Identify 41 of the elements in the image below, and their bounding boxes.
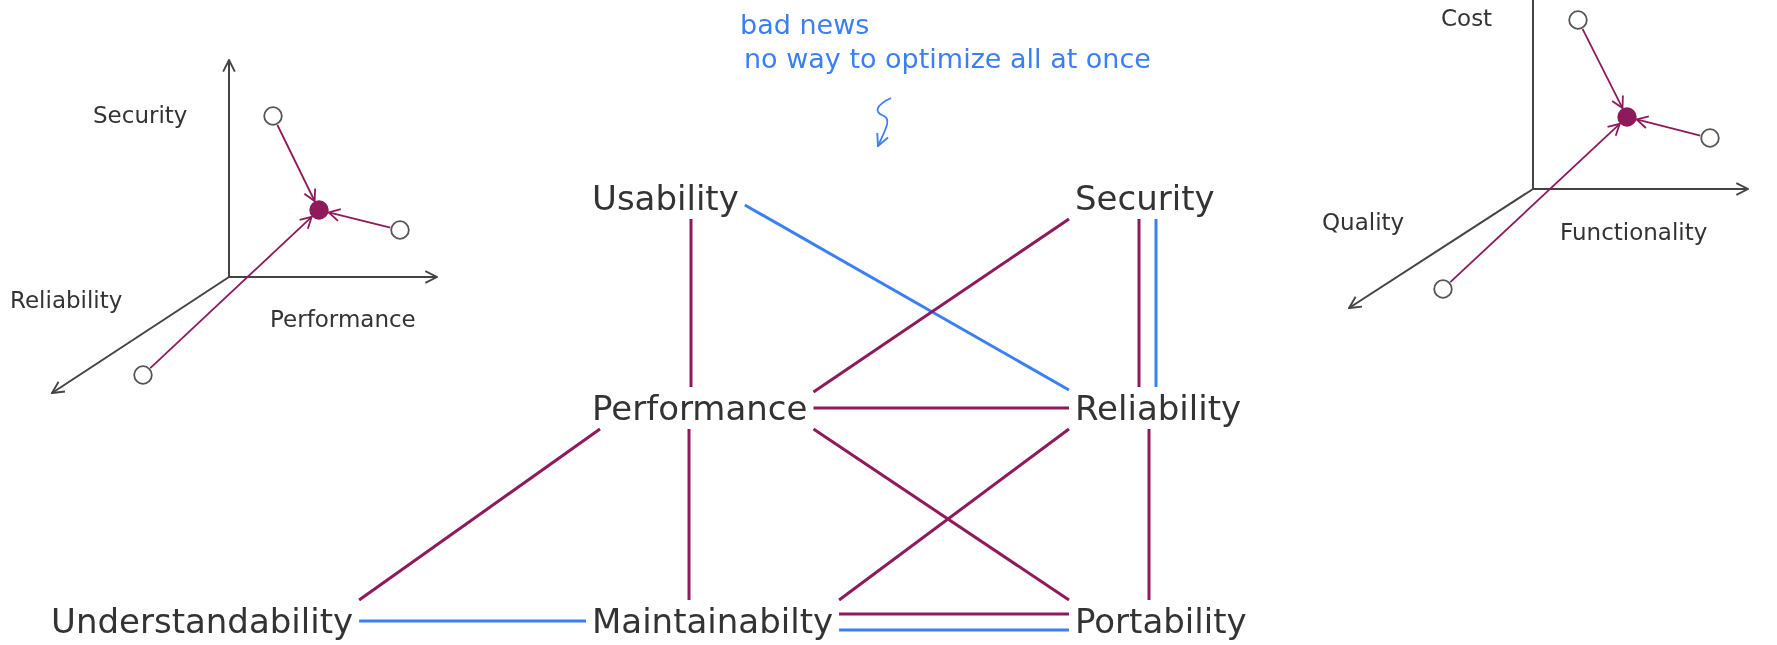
connector-line (358, 427, 601, 602)
annotation-text: bad news (740, 11, 870, 39)
filled-dot (309, 200, 329, 220)
axis-label: Reliability (10, 286, 123, 314)
annotation-text: no way to optimize all at once (744, 45, 1151, 73)
attribute-label: Maintainabilty (586, 600, 840, 642)
connector-line (839, 612, 1069, 616)
open-circle (1433, 279, 1453, 299)
axis-label: Quality (1322, 208, 1405, 236)
axis-label: Cost (1441, 4, 1493, 32)
connector-line (689, 219, 693, 387)
axis-label: Security (93, 101, 188, 129)
filled-dot (1617, 107, 1637, 127)
connector-line (687, 429, 691, 600)
axis-label: Performance (270, 305, 416, 333)
arrow (1449, 122, 1621, 284)
attribute-label: Usability (586, 177, 745, 219)
connector-line (813, 406, 1069, 410)
open-circle (133, 365, 153, 385)
connector-line (1147, 429, 1151, 600)
open-circle (263, 106, 283, 126)
attribute-label: Portability (1069, 600, 1253, 642)
arrow (327, 208, 392, 229)
connector-line (744, 203, 1070, 392)
open-circle (390, 220, 410, 240)
connector-line (1154, 219, 1158, 387)
attribute-label: Security (1069, 177, 1221, 219)
open-circle (1568, 10, 1588, 30)
connector-line (359, 619, 586, 623)
attribute-label: Performance (586, 387, 814, 429)
arrow (1635, 115, 1702, 137)
axis-label: Functionality (1560, 218, 1708, 246)
arrow (1581, 28, 1624, 109)
connector-line (812, 217, 1070, 394)
connector-line (839, 628, 1069, 632)
connector-line (1137, 219, 1141, 387)
attribute-label: Understandability (45, 600, 360, 642)
arrow (276, 124, 317, 202)
open-circle (1700, 128, 1720, 148)
attribute-label: Reliability (1069, 387, 1248, 429)
arrow (149, 215, 313, 370)
